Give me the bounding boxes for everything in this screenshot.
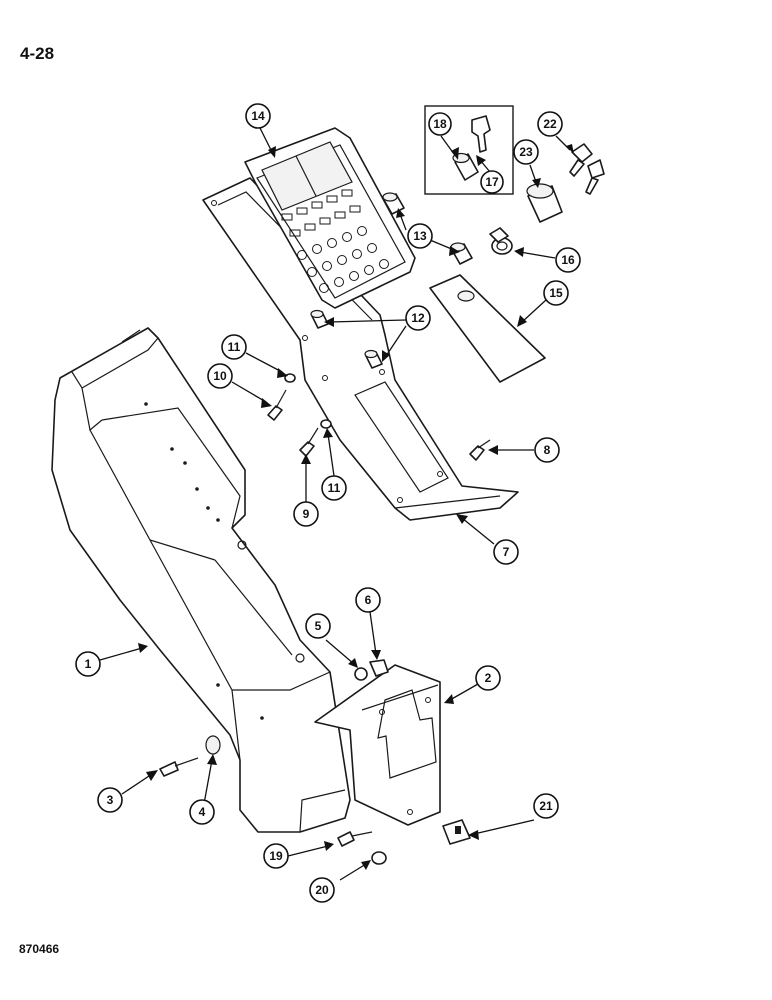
callout-label: 21	[539, 799, 553, 813]
callout-5: 5	[305, 613, 331, 639]
callout-label: 7	[503, 545, 510, 559]
mounting-plate-part	[202, 177, 519, 521]
callout-label: 16	[561, 253, 575, 267]
callout-label: 6	[365, 593, 372, 607]
callout-22: 22	[537, 111, 563, 137]
callout-label: 17	[485, 175, 499, 189]
rear-cover-part	[314, 664, 441, 826]
callout-10: 10	[207, 363, 233, 389]
callout-label: 4	[199, 805, 206, 819]
callout-label: 10	[213, 369, 227, 383]
callout-23: 23	[513, 139, 539, 165]
grommet-part	[310, 309, 383, 369]
callout-label: 18	[433, 117, 447, 131]
ignition-switch-part	[526, 183, 563, 223]
callout-label: 12	[411, 311, 425, 325]
callout-label: 14	[251, 109, 265, 123]
console-housing-part	[51, 327, 351, 833]
callout-13: 13	[407, 223, 433, 249]
callout-label: 11	[328, 481, 341, 495]
fasteners	[159, 373, 491, 865]
callout-18: 18	[428, 112, 452, 136]
callout-label: 2	[485, 671, 492, 685]
callout-label: 5	[315, 619, 322, 633]
callout-label: 19	[269, 849, 283, 863]
callout-15: 15	[543, 280, 569, 306]
callout-11-lower: 11	[321, 475, 347, 501]
instrument-panel-buttons	[281, 189, 389, 293]
switch-plate-part	[429, 274, 546, 383]
callout-14: 14	[245, 103, 271, 129]
leader-lines	[99, 127, 574, 881]
figure-reference-number: 870466	[19, 942, 60, 956]
callout-1: 1	[75, 651, 101, 677]
callout-4: 4	[189, 799, 215, 825]
callout-9: 9	[293, 501, 319, 527]
callout-7: 7	[493, 539, 519, 565]
callout-label: 13	[413, 229, 427, 243]
clip-part	[442, 819, 471, 845]
callout-label: 9	[303, 507, 310, 521]
callout-19: 19	[263, 843, 289, 869]
callout-8: 8	[534, 437, 560, 463]
callout-2: 2	[475, 665, 501, 691]
callout-12: 12	[405, 305, 431, 331]
instrument-panel-part	[244, 127, 416, 309]
callout-label: 3	[107, 793, 114, 807]
callout-3: 3	[97, 787, 123, 813]
callout-label: 15	[549, 286, 563, 300]
callout-label: 1	[85, 657, 92, 671]
callout-21: 21	[533, 793, 559, 819]
callout-11-upper: 11	[221, 334, 247, 360]
keys-part	[569, 143, 605, 195]
callout-label: 11	[228, 340, 241, 354]
ring-nut-part	[489, 227, 513, 255]
page-number: 4-28	[20, 44, 55, 63]
lamp-cap-part	[382, 192, 473, 265]
callout-label: 8	[544, 443, 551, 457]
callout-label: 20	[315, 883, 329, 897]
callout-16: 16	[555, 247, 581, 273]
callout-label: 22	[543, 117, 557, 131]
callout-20: 20	[309, 877, 335, 903]
callout-label: 23	[519, 145, 533, 159]
callout-6: 6	[355, 587, 381, 613]
callout-17: 17	[480, 170, 504, 194]
